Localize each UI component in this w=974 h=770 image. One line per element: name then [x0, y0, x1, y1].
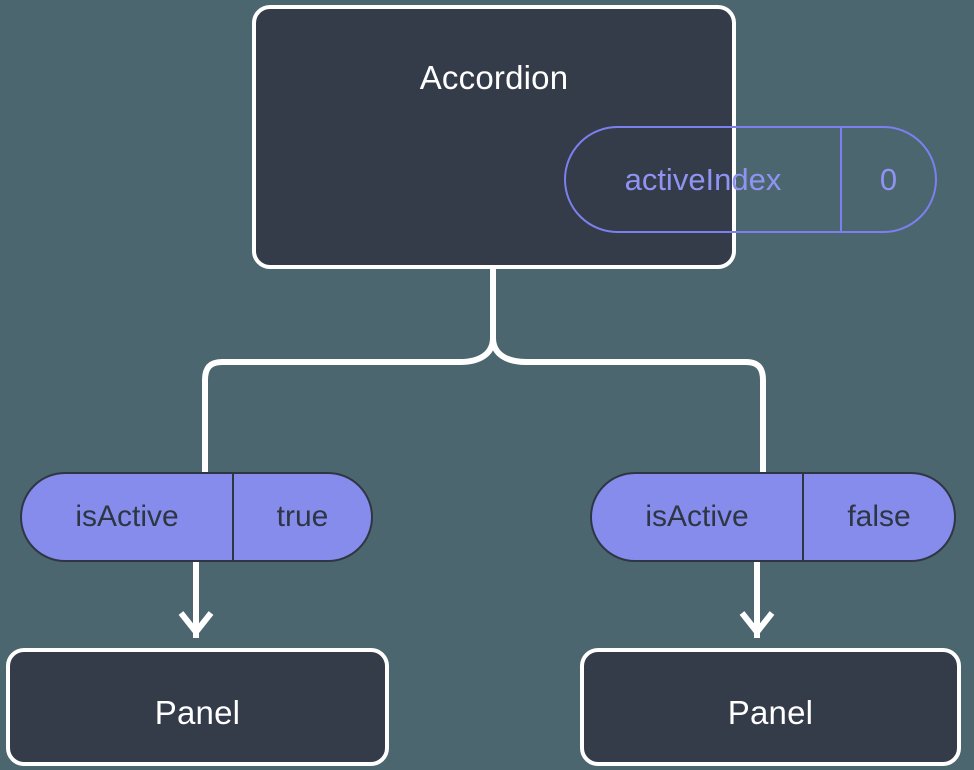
- active-index-state-badge[interactable]: activeIndex 0: [564, 126, 937, 233]
- connector-branch-left: [202, 337, 496, 472]
- panel-right-title: Panel: [727, 694, 814, 731]
- arrow-head-left: [178, 611, 214, 637]
- is-active-false-key: isActive: [592, 474, 804, 560]
- panel-node-right[interactable]: Panel: [580, 648, 961, 766]
- arrow-head-right: [739, 611, 775, 637]
- panel-left-title: Panel: [154, 694, 241, 731]
- active-index-key: activeIndex: [566, 128, 842, 231]
- is-active-false-badge[interactable]: isActive false: [590, 472, 956, 562]
- accordion-node[interactable]: Accordion activeIndex 0: [252, 5, 937, 269]
- is-active-false-value: false: [847, 500, 911, 533]
- is-active-true-key: isActive: [22, 474, 234, 560]
- is-active-true-badge[interactable]: isActive true: [20, 472, 373, 562]
- accordion-title: Accordion: [419, 59, 569, 96]
- connector-branch-right: [490, 337, 766, 472]
- is-active-true-value: true: [276, 500, 329, 533]
- panel-node-left[interactable]: Panel: [6, 648, 389, 766]
- active-index-value: 0: [879, 161, 898, 197]
